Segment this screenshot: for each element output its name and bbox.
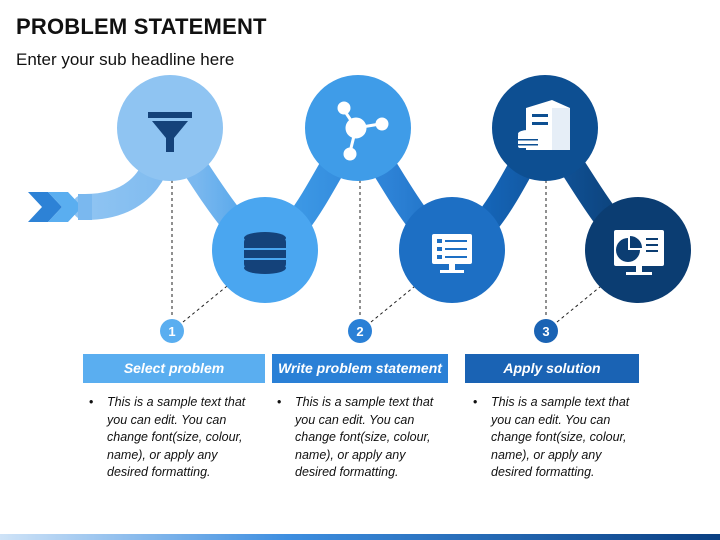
svg-text:1: 1 <box>168 324 175 339</box>
step-3-text: • This is a sample text that you can edi… <box>473 394 641 482</box>
checklist-monitor-icon <box>432 234 472 273</box>
start-arrows <box>28 192 92 222</box>
step-1-label: Select problem <box>83 354 265 383</box>
leader-lines <box>171 180 607 323</box>
step-1-text: • This is a sample text that you can edi… <box>89 394 257 482</box>
step-3-text-content: This is a sample text that you can edit.… <box>491 395 630 479</box>
server-database-icon <box>518 100 570 150</box>
database-icon <box>244 232 286 274</box>
funnel-icon <box>148 112 192 152</box>
footer-bar <box>0 534 720 540</box>
step-2-badge: 2 <box>348 319 372 343</box>
chart-monitor-icon <box>614 230 664 275</box>
bullet: • <box>277 395 282 409</box>
step-2-text-content: This is a sample text that you can edit.… <box>295 395 434 479</box>
step-2-text: • This is a sample text that you can edi… <box>277 394 445 482</box>
step-3-label: Apply solution <box>465 354 639 383</box>
page-title: PROBLEM STATEMENT <box>16 14 267 39</box>
step-1-text-content: This is a sample text that you can edit.… <box>107 395 246 479</box>
step-3-badge: 3 <box>534 319 558 343</box>
step-1-badge: 1 <box>160 319 184 343</box>
molecule-icon <box>337 101 389 161</box>
svg-text:3: 3 <box>542 324 549 339</box>
svg-text:2: 2 <box>356 324 363 339</box>
page-subtitle: Enter your sub headline here <box>16 50 235 69</box>
step-2-label: Write problem statement <box>272 354 448 383</box>
bullet: • <box>89 395 94 409</box>
bullet: • <box>473 395 478 409</box>
